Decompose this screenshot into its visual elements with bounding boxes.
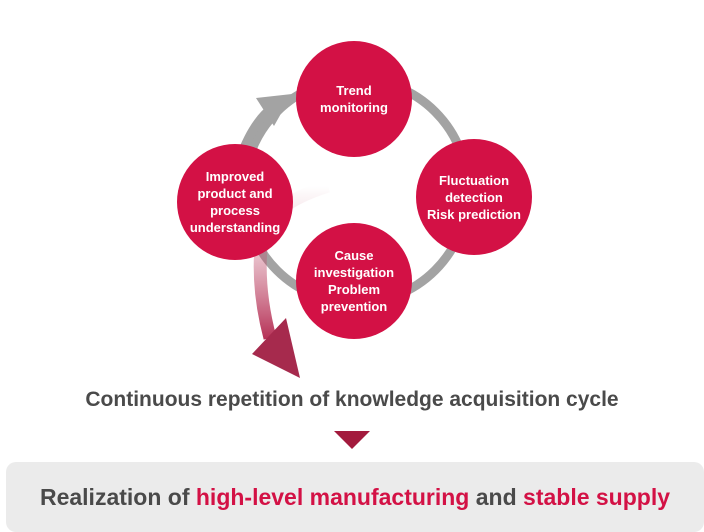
- node-improved-label: Improved product and process understandi…: [189, 169, 281, 235]
- node-cause-label: Cause investigation Problem prevention: [313, 248, 395, 314]
- cycle-arrowhead-gray: [256, 94, 292, 126]
- node-fluctuation-detection: Fluctuation detection Risk prediction: [416, 139, 532, 255]
- result-text-part2: and: [469, 483, 524, 510]
- result-highlight-supply: stable supply: [523, 483, 671, 510]
- node-trend-monitoring: Trend monitoring: [296, 41, 412, 157]
- node-trend-label: Trend monitoring: [320, 83, 388, 115]
- down-triangle-icon: [334, 431, 370, 449]
- result-box: Realization of high-level manufacturing …: [6, 462, 704, 532]
- result-text-part1: Realization of: [39, 483, 196, 510]
- result-highlight-manufacturing: high-level manufacturing: [195, 483, 470, 510]
- node-cause-investigation: Cause investigation Problem prevention: [296, 223, 412, 339]
- node-fluctuation-label: Fluctuation detection Risk prediction: [427, 172, 521, 222]
- node-improved-understanding: Improved product and process understandi…: [177, 144, 293, 260]
- exit-arrowhead: [252, 318, 300, 378]
- cycle-caption: Continuous repetition of knowledge acqui…: [85, 388, 619, 411]
